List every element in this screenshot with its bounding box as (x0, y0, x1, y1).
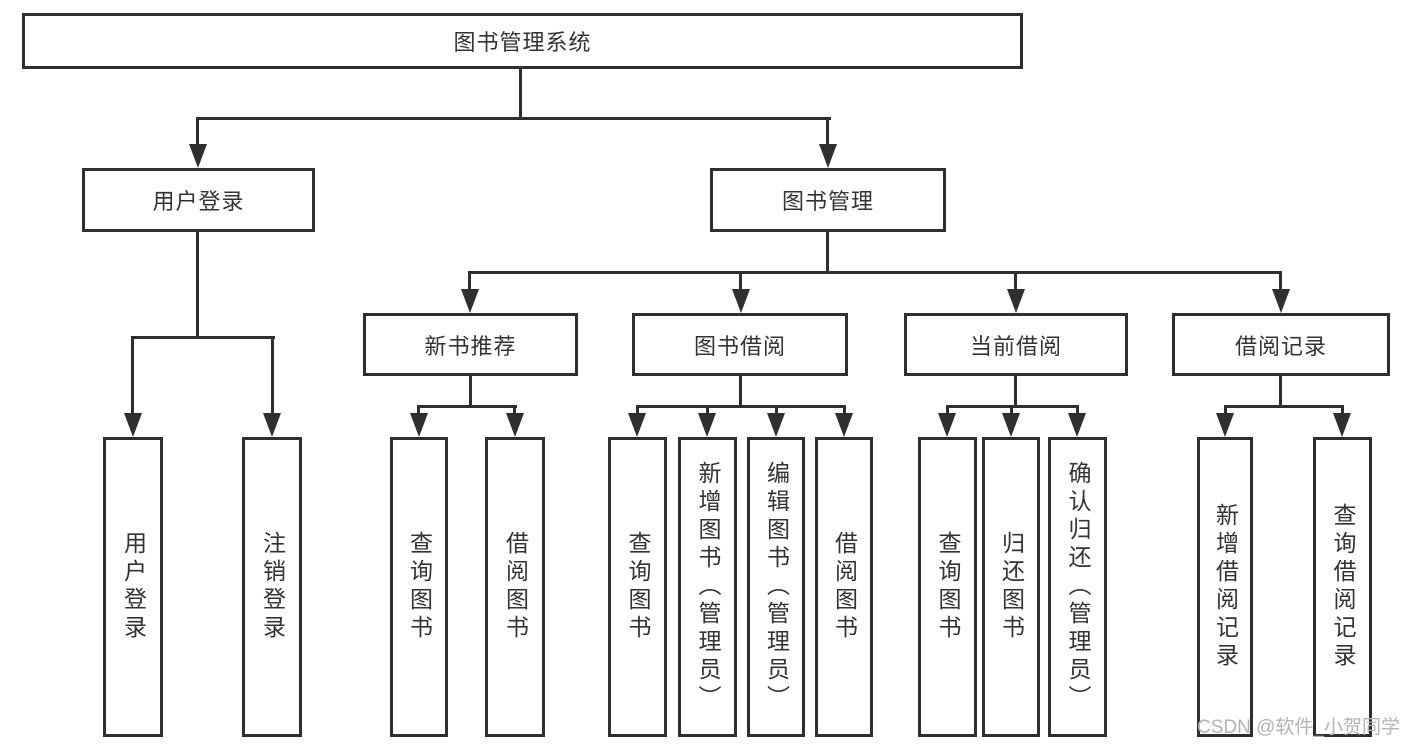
arrow-down-icon (1002, 413, 1020, 437)
leaf-add-books-admin: 新增图书（管理员） (678, 437, 737, 737)
arrow-down-icon (1068, 413, 1086, 437)
arrow-down-icon (506, 413, 524, 437)
connector-hline (1224, 405, 1344, 408)
node-borrow-records: 借阅记录 (1172, 313, 1390, 376)
connector-vline (843, 405, 846, 417)
arrow-down-icon (1216, 413, 1234, 437)
leaf-logout: 注销登录 (242, 437, 302, 737)
connector-vline (775, 405, 778, 417)
leaf-return-books: 归还图书 (982, 437, 1040, 737)
connector-vline (196, 232, 199, 338)
connector-vline (826, 117, 829, 147)
connector-vline (706, 405, 709, 417)
arrow-down-icon (1007, 289, 1025, 313)
arrow-down-icon (124, 413, 142, 437)
leaf-query-borrow-record: 查询借阅记录 (1313, 437, 1372, 737)
arrow-down-icon (732, 289, 750, 313)
arrow-down-icon (1333, 413, 1351, 437)
arrow-down-icon (938, 413, 956, 437)
connector-vline (826, 232, 829, 274)
arrow-down-icon (410, 413, 428, 437)
connector-hline (636, 405, 846, 408)
leaf-query-books: 查询图书 (390, 437, 448, 737)
arrow-down-icon (461, 289, 479, 313)
leaf-confirm-return-admin: 确认归还（管理员） (1048, 437, 1107, 737)
arrow-down-icon (835, 413, 853, 437)
leaf-query-books: 查询图书 (918, 437, 977, 737)
leaf-add-borrow-record: 新增借阅记录 (1197, 437, 1253, 737)
node-library-management-system: 图书管理系统 (22, 13, 1023, 69)
connector-vline (1341, 405, 1344, 417)
connector-vline (636, 405, 639, 417)
connector-hline (418, 405, 517, 408)
leaf-borrow-books: 借阅图书 (815, 437, 873, 737)
connector-vline (1010, 405, 1013, 417)
arrow-down-icon (819, 144, 837, 168)
connector-vline (519, 69, 522, 120)
node-book-management: 图书管理 (710, 168, 946, 232)
connector-vline (739, 271, 742, 291)
connector-vline (1076, 405, 1079, 417)
connector-vline (1014, 271, 1017, 291)
connector-vline (469, 376, 472, 408)
arrow-down-icon (628, 413, 646, 437)
node-new-book-recommend: 新书推荐 (363, 313, 578, 376)
connector-vline (946, 405, 949, 417)
arrow-down-icon (263, 413, 281, 437)
leaf-edit-books-admin: 编辑图书（管理员） (747, 437, 805, 737)
arrow-down-icon (767, 413, 785, 437)
leaf-borrow-books: 借阅图书 (485, 437, 545, 737)
connector-vline (468, 271, 471, 291)
csdn-watermark: CSDN @软件_小贺同学 (1197, 717, 1400, 738)
leaf-user-login: 用户登录 (103, 437, 163, 737)
leaf-query-books: 查询图书 (608, 437, 667, 737)
arrow-down-icon (698, 413, 716, 437)
node-book-borrow: 图书借阅 (632, 313, 848, 376)
connector-vline (1014, 376, 1017, 408)
connector-vline (1279, 376, 1282, 408)
node-current-borrow: 当前借阅 (904, 313, 1128, 376)
connector-vline (196, 117, 199, 147)
connector-hline (132, 336, 275, 339)
connector-hline (197, 117, 831, 120)
arrow-down-icon (189, 144, 207, 168)
connector-vline (131, 336, 134, 415)
connector-hline (469, 271, 1282, 274)
connector-vline (1279, 271, 1282, 291)
connector-vline (513, 405, 516, 417)
connector-vline (1224, 405, 1227, 417)
connector-vline (417, 405, 420, 417)
connector-vline (271, 336, 274, 415)
arrow-down-icon (1272, 289, 1290, 313)
connector-vline (739, 376, 742, 408)
node-user-login: 用户登录 (82, 168, 315, 232)
